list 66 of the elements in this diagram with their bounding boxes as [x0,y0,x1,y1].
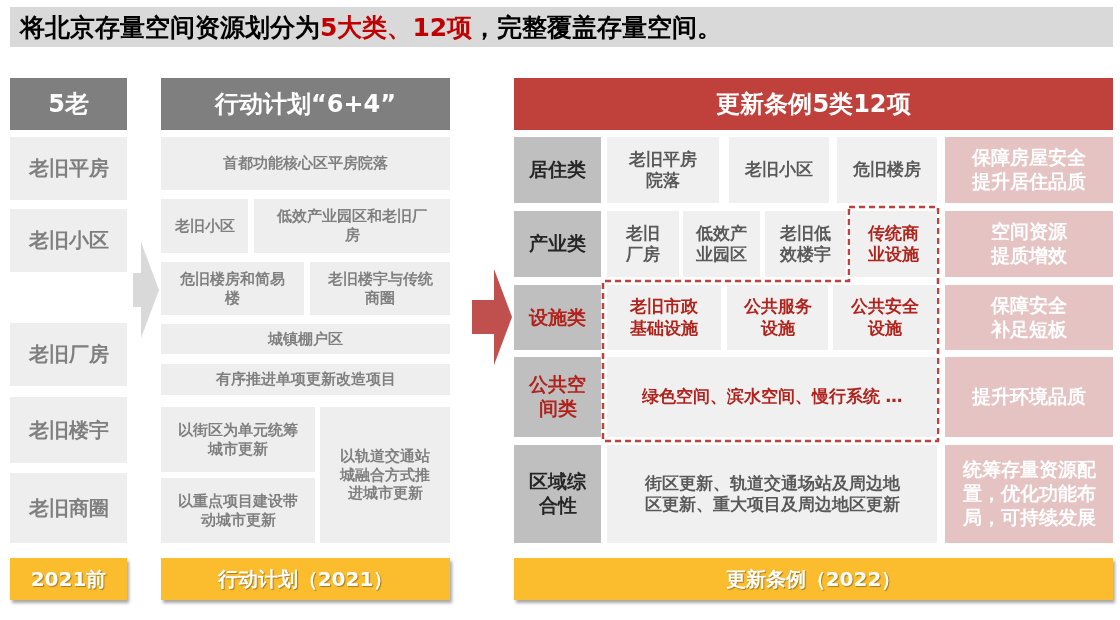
tile-label: 产业类 [529,232,586,256]
category-tile [833,285,937,350]
tile-label: 以街区为单元统筹城市更新 [177,420,299,459]
tile-label: 老旧商圈 [28,495,109,521]
period-banner [10,558,127,600]
tile-label: 危旧楼房和简易楼 [179,269,286,308]
row-header [514,285,601,350]
tile-label: 城镇棚户区 [268,329,343,349]
goal-tile [945,445,1113,543]
tile-label: 传统商业设施 [867,222,920,266]
row-header [514,137,601,203]
tile-label: 居住类 [529,158,586,182]
goal-tile [945,137,1113,203]
tile-label: 公共安全设施 [850,296,920,339]
tile-label: 行动计划（2021） [217,566,394,592]
tile-label: 公共空间类 [528,373,587,421]
tile-label: 行动计划“6+4” [214,89,397,119]
tile-label: 老旧平房 [28,156,109,181]
tile-label: 设施类 [529,305,586,330]
tile-label: 以轨道交通站城融合方式推进城市更新 [338,446,431,504]
tile-label: 空间资源提质增效 [989,220,1068,268]
tile-label: 以重点项目建设带动城市更新 [177,491,299,530]
title-banner: 将北京存量空间资源划分为5大类、12项，完整覆盖存量空间。 [10,7,1113,47]
tile-label: 低效产业园区 [695,222,748,266]
tile-label: 更新条例（2022） [725,566,902,592]
row-header [514,445,601,543]
tile-label: 公共服务设施 [742,296,813,339]
goal-tile [945,357,1113,437]
category-tile [765,211,846,277]
tile-label: 区域综合性 [528,470,587,518]
tile-label: 老旧市政基础设施 [629,296,699,339]
tile-label: 保障安全补足短板 [989,293,1068,342]
goal-tile [945,211,1113,277]
tile-label: 绿色空间、滨水空间、慢行系统 … [641,386,903,408]
column-header [514,78,1113,130]
category-tile [850,211,937,277]
tile-label: 5老 [48,89,89,119]
tile-label: 老旧厂房 [625,222,661,266]
goal-tile [945,285,1113,350]
tile-label: 危旧楼房 [853,159,921,181]
period-banner [161,558,450,600]
tile-label: 老旧小区 [174,216,235,236]
tile-label: 老旧厂房 [28,342,109,367]
tile-label: 街区更新、轨道交通场站及周边地区更新、重大项目及周边地区更新 [643,472,901,516]
tile-label: 更新条例5类12项 [716,89,911,119]
row-header [514,357,601,437]
tile-label: 老旧平房院落 [628,148,698,192]
block-arrow [133,242,159,338]
tile-label: 老旧低效楼宇 [779,222,832,266]
column-header [161,78,450,130]
tile-label: 有序推进单项更新改造项目 [215,370,396,389]
block-arrow [472,269,512,365]
category-tile [607,357,937,437]
tile-label: 首都功能核心区平房院落 [223,154,388,173]
tile-label: 老旧楼宇与传统商圈 [326,269,434,308]
tile-label: 老旧小区 [28,228,109,253]
tile-label: 保障房屋安全提升居住品质 [971,146,1087,194]
column-header [10,78,127,130]
tile-label: 2021前 [30,566,107,592]
period-banner [514,558,1113,600]
row-header [514,211,601,277]
tile-label: 提升环境品质 [972,385,1086,409]
tile-label: 低效产业园区和老旧厂房 [275,207,428,245]
tile-label: 统筹存量资源配置，优化功能布局，可持续发展 [961,458,1097,530]
tile-label: 老旧小区 [745,159,813,181]
tile-label: 老旧楼宇 [28,417,109,443]
